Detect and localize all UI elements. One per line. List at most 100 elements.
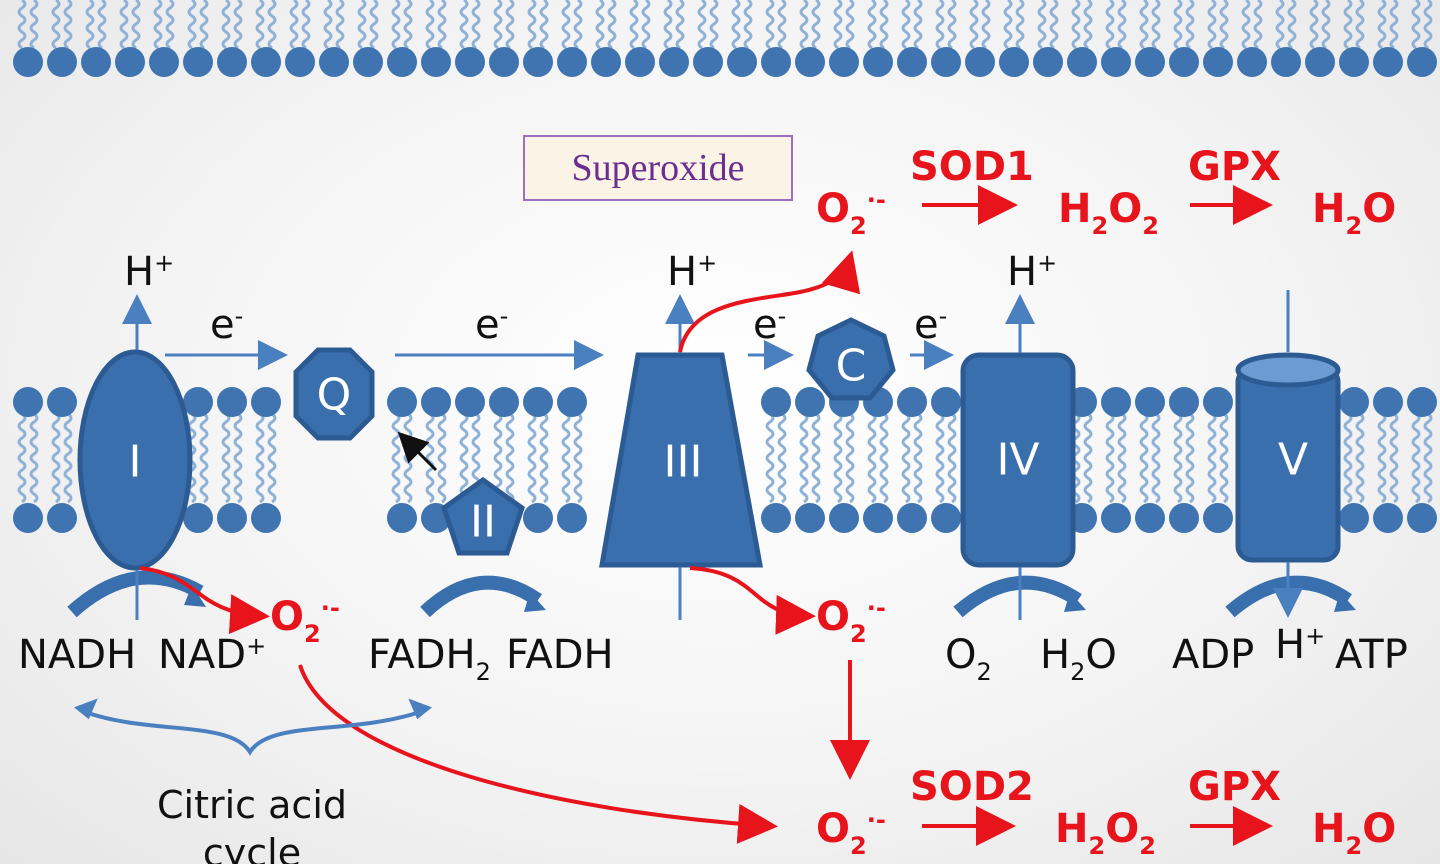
lipid-tail <box>1139 412 1149 504</box>
lipid-tail <box>561 0 571 50</box>
lipid-head <box>1169 47 1199 77</box>
lipid-tail <box>1389 0 1399 50</box>
lipid-tail <box>1139 0 1149 50</box>
h2o-label: H2O <box>1040 632 1117 686</box>
lipid-head <box>421 387 451 417</box>
superoxide-box: Superoxide <box>523 135 793 201</box>
lipid-head <box>217 387 247 417</box>
h-plus-label-iii: H+ <box>667 249 717 295</box>
lipid-tail <box>289 0 299 50</box>
lipid-tail <box>29 0 39 50</box>
lipid-head <box>557 47 587 77</box>
lipid-tail <box>165 0 175 50</box>
lipid-head <box>693 47 723 77</box>
lipid-tail <box>1037 0 1047 50</box>
lipid-tail <box>97 0 107 50</box>
lipid-tail <box>357 0 367 50</box>
complex-iii-label: III <box>664 437 703 488</box>
lipid-head <box>931 387 961 417</box>
lipid-head <box>795 387 825 417</box>
lipid-tail <box>199 0 209 50</box>
lipid-tail <box>493 412 503 504</box>
lipid-head <box>1373 503 1403 533</box>
lipid-tail <box>1219 412 1229 504</box>
electron-label-3: e- <box>753 302 786 348</box>
lipid-tail <box>369 0 379 50</box>
lipid-tail <box>595 0 605 50</box>
h2o2-top: H2O2 <box>1058 186 1159 240</box>
lipid-tail <box>1173 0 1183 50</box>
ros-arrows <box>139 185 1273 846</box>
lipid-head <box>387 387 417 417</box>
lipid-tail <box>913 412 923 504</box>
lipid-tail <box>255 0 265 50</box>
lipid-tail <box>221 0 231 50</box>
lipid-head <box>1407 503 1437 533</box>
lipid-tail <box>437 0 447 50</box>
lipid-head <box>489 47 519 77</box>
lipid-tail <box>527 412 537 504</box>
lipid-head <box>965 47 995 77</box>
lipid-tail <box>17 412 27 504</box>
nadh-label: NADH <box>18 632 136 678</box>
citric-acid-brace <box>74 698 432 756</box>
lipid-tail <box>573 412 583 504</box>
lipid-tail <box>403 412 413 504</box>
lipid-tail <box>187 0 197 50</box>
lipid-tail <box>765 0 775 50</box>
lipid-tail <box>1423 0 1433 50</box>
lipid-head <box>13 47 43 77</box>
lipid-head <box>829 47 859 77</box>
lipid-head <box>1135 47 1165 77</box>
lipid-head <box>1101 503 1131 533</box>
lipid-tail <box>29 412 39 504</box>
lipid-tail <box>63 0 73 50</box>
lipid-tail <box>845 412 855 504</box>
lipid-tail <box>901 412 911 504</box>
lipid-tail <box>607 0 617 50</box>
cytochrome-c: C <box>806 317 896 401</box>
complex-iii: III <box>599 294 763 620</box>
sod1-label: SOD1 <box>910 144 1034 190</box>
lipid-tail <box>51 0 61 50</box>
lipid-tail <box>1377 0 1387 50</box>
h2o-top: H2O <box>1312 186 1396 240</box>
lipid-head <box>455 47 485 77</box>
complex-i: I <box>67 294 206 620</box>
lipid-head <box>183 387 213 417</box>
lipid-tail <box>1355 0 1365 50</box>
lipid-head <box>795 47 825 77</box>
lipid-tail <box>63 412 73 504</box>
lipid-head <box>489 387 519 417</box>
lipid-head <box>761 47 791 77</box>
lipid-head <box>1305 47 1335 77</box>
lipid-tail <box>1253 0 1263 50</box>
lipid-tail <box>845 0 855 50</box>
lipid-tail <box>85 0 95 50</box>
lipid-head <box>1169 387 1199 417</box>
lipid-head <box>829 503 859 533</box>
lipid-tail <box>527 0 537 50</box>
lipid-tail <box>425 412 435 504</box>
lipid-head <box>387 47 417 77</box>
lipid-tail <box>1355 412 1365 504</box>
lipid-tail <box>573 0 583 50</box>
lipid-tail <box>1105 412 1115 504</box>
lipid-head <box>13 387 43 417</box>
lipid-head <box>557 503 587 533</box>
lipid-tail <box>1343 0 1353 50</box>
lipid-head <box>251 47 281 77</box>
lipid-tail <box>505 0 515 50</box>
lipid-head <box>625 47 655 77</box>
lipid-head <box>115 47 145 77</box>
complex-i-label: I <box>129 437 142 488</box>
h2o2-bottom: H2O2 <box>1055 806 1156 860</box>
lipid-head <box>421 47 451 77</box>
lipid-head <box>285 47 315 77</box>
lipid-tail <box>935 412 945 504</box>
lipid-tail <box>391 412 401 504</box>
lipid-head <box>149 47 179 77</box>
lipid-head <box>251 503 281 533</box>
lipid-tail <box>947 412 957 504</box>
lipid-tail <box>459 412 469 504</box>
